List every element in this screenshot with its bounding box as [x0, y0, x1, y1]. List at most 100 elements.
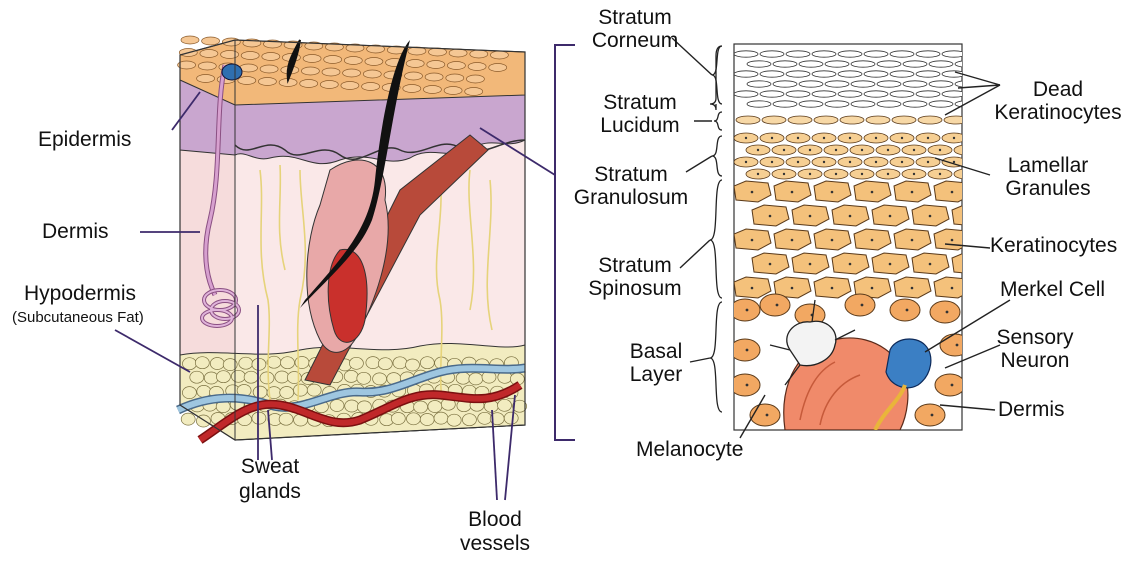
label-dermis-right: Dermis [998, 398, 1065, 421]
fat-cell [182, 387, 196, 399]
nucleus [889, 215, 892, 218]
dead-keratinocyte [903, 101, 927, 107]
keratinocyte-cell [952, 253, 989, 274]
surface-cell [258, 78, 276, 86]
label-stratum-lucidum-2: Lucidum [590, 114, 690, 137]
label-stratum-corneum-2: Corneum [580, 29, 690, 52]
surface-cell [405, 72, 423, 80]
granule [939, 173, 941, 175]
dead-keratinocyte [890, 91, 914, 97]
dead-keratinocyte [747, 101, 771, 107]
nucleus [849, 263, 852, 266]
dead-keratinocyte [747, 81, 771, 87]
granule [913, 149, 915, 151]
surface-cell [241, 52, 259, 60]
granule [927, 137, 929, 139]
fat-cell [456, 372, 470, 384]
nucleus [831, 287, 834, 290]
nucleus [951, 287, 954, 290]
basal-cell [915, 404, 945, 426]
dead-keratinocyte [799, 61, 823, 67]
nucleus [831, 191, 834, 194]
fat-cell [210, 358, 224, 370]
granule [809, 149, 811, 151]
label-stratum-spinosum-2: Spinosum [580, 277, 690, 300]
fat-cell [414, 401, 428, 413]
basal-cell [845, 294, 875, 316]
fat-cell [428, 401, 442, 413]
label-sensory-neuron-1: Sensory [990, 326, 1080, 349]
basal-cell [730, 339, 760, 361]
nucleus [951, 191, 954, 194]
dead-keratinocyte [760, 71, 784, 77]
surface-cell [490, 51, 508, 59]
nucleus [951, 384, 954, 387]
surface-cell [444, 87, 462, 95]
dead-keratinocyte [799, 81, 823, 87]
dead-keratinocyte [864, 51, 888, 57]
surface-cell [260, 65, 278, 73]
dead-keratinocyte [786, 51, 810, 57]
dead-keratinocyte [825, 61, 849, 67]
granule [887, 149, 889, 151]
fat-cell [183, 358, 197, 370]
granule [927, 161, 929, 163]
fat-cell [420, 357, 434, 369]
surface-cell [181, 36, 199, 44]
fat-cell [279, 413, 293, 425]
surface-cell [406, 60, 424, 68]
nucleus [769, 215, 772, 218]
nucleus [849, 215, 852, 218]
dead-keratinocyte [812, 51, 836, 57]
granule [875, 161, 877, 163]
granule [887, 173, 889, 175]
fat-cell [295, 357, 309, 369]
dead-keratinocyte [734, 51, 758, 57]
fat-cell [231, 370, 245, 382]
dead-keratinocyte [877, 101, 901, 107]
lucidum-cell [814, 116, 838, 124]
granule [757, 173, 759, 175]
fat-cell [344, 370, 358, 382]
surface-cell [466, 75, 484, 83]
basal-cell [930, 301, 960, 323]
granule [835, 173, 837, 175]
nucleus [791, 191, 794, 194]
fat-cell [498, 399, 512, 411]
surface-cell [423, 86, 441, 94]
nucleus [776, 304, 779, 307]
lucidum-cell [762, 116, 786, 124]
surface-cell [198, 62, 216, 70]
surface-cell [468, 63, 486, 71]
dead-keratinocyte [773, 81, 797, 87]
lucidum-cell [866, 116, 890, 124]
surface-cell [322, 68, 340, 76]
fat-cell [504, 412, 518, 424]
basal-cell [730, 374, 760, 396]
nucleus [766, 414, 769, 417]
label-hypodermis-sub: (Subcutaneous Fat) [12, 306, 144, 329]
fat-cell [391, 413, 405, 425]
dead-keratinocyte [838, 71, 862, 77]
dead-keratinocyte [773, 101, 797, 107]
surface-cell [200, 50, 218, 58]
label-merkel-cell: Merkel Cell [1000, 278, 1105, 301]
surface-cell [365, 58, 383, 66]
dead-keratinocyte [812, 71, 836, 77]
granule [745, 161, 747, 163]
label-dead-keratinocytes-2: Keratinocytes [988, 101, 1128, 124]
zoom-bracket [555, 45, 575, 440]
granule [953, 137, 955, 139]
nucleus [746, 309, 749, 312]
granule [757, 149, 759, 151]
nucleus [769, 263, 772, 266]
surface-cell [363, 70, 381, 78]
nucleus [746, 349, 749, 352]
nucleus [751, 287, 754, 290]
lucidum-cell [736, 116, 760, 124]
dead-keratinocyte [864, 91, 888, 97]
granule [809, 173, 811, 175]
nucleus [911, 287, 914, 290]
basal-cell [935, 374, 965, 396]
